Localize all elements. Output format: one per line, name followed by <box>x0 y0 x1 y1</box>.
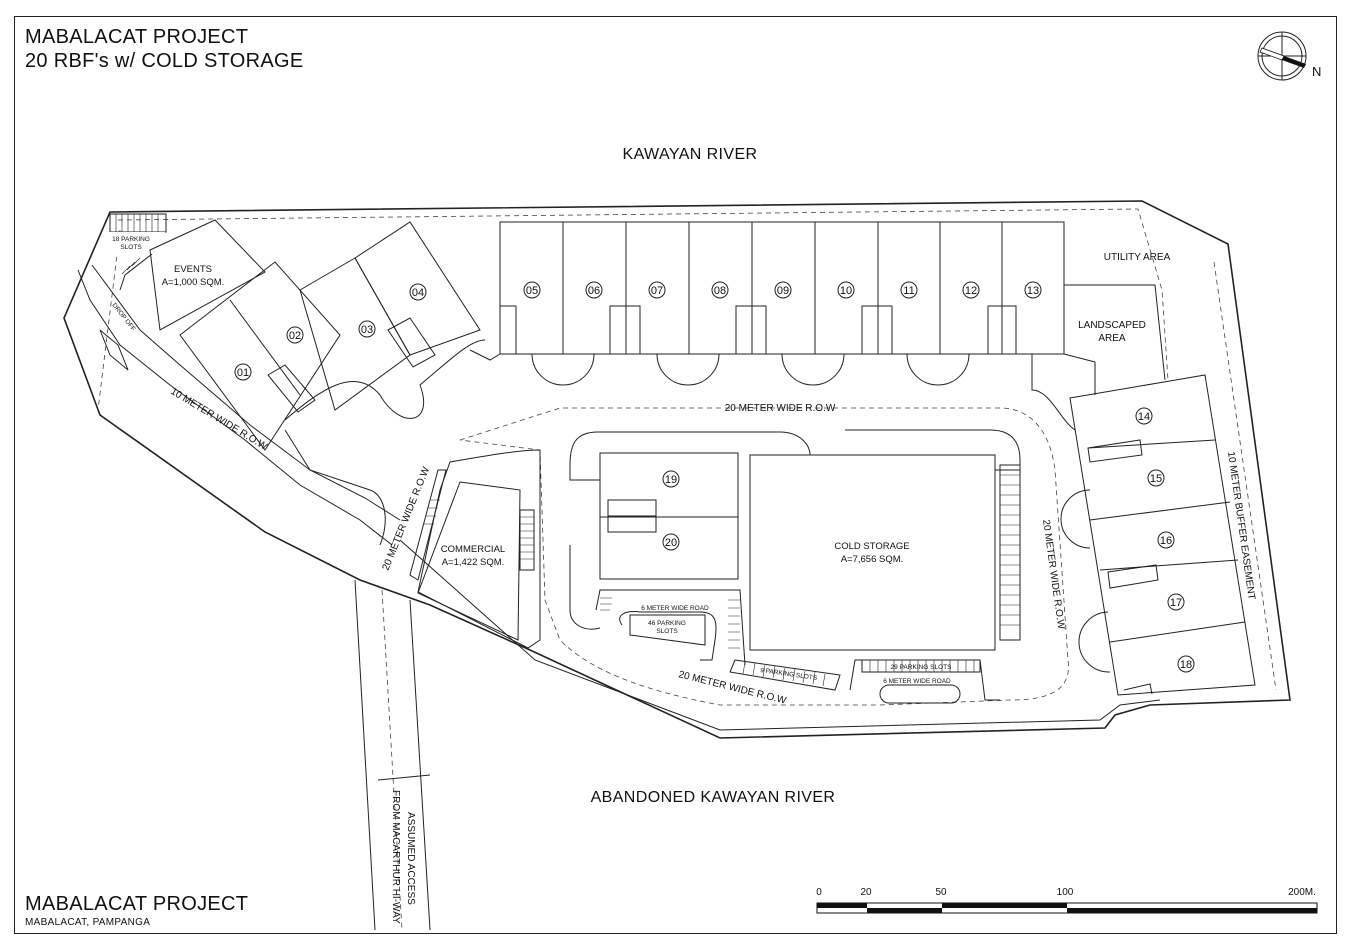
unit-15: 15 <box>1150 473 1162 485</box>
footer-location: MABALACAT, PAMPANGA <box>25 917 151 928</box>
access-line1: ASSUMED ACCESS <box>405 812 416 905</box>
events-name: EVENTS <box>174 264 212 275</box>
parking-29-label: 29 PARKING SLOTS <box>891 664 953 671</box>
north-arrow-icon: N <box>1257 31 1321 81</box>
parking-18-line1: 18 PARKING <box>112 236 150 243</box>
units-01-04 <box>179 221 486 546</box>
utility-area-label: UTILITY AREA <box>1104 252 1171 263</box>
parking-46-line1: 46 PARKING <box>648 620 686 627</box>
parking-18-line2: SLOTS <box>120 244 142 251</box>
title-line-2: 20 RBF's w/ COLD STORAGE <box>25 50 304 72</box>
cold-storage-building: COLD STORAGE A=7,656 SQM. <box>749 429 1021 651</box>
commercial-building: COMMERCIAL A=1,422 SQM. <box>409 469 535 641</box>
units-19-20 <box>569 431 811 630</box>
row-10m-label: 10 METER WIDE R.O.W <box>168 386 269 453</box>
title-line-1: MABALACAT PROJECT <box>25 26 249 48</box>
scale-label-200: 200M. <box>1288 887 1316 898</box>
unit-20: 20 <box>665 537 677 549</box>
row-20m-top-label: 20 METER WIDE R.O.W <box>725 403 836 414</box>
internal-road-a: 6 METER WIDE ROAD 46 PARKING SLOTS <box>595 589 746 666</box>
unit-12: 12 <box>965 285 977 297</box>
unit-18: 18 <box>1180 659 1192 671</box>
unit-11: 11 <box>903 285 914 297</box>
footer-title: MABALACAT PROJECT <box>25 893 249 915</box>
road-6m-b: 6 METER WIDE ROAD <box>883 678 951 685</box>
parking-29: 29 PARKING SLOTS 6 METER WIDE ROAD <box>849 659 1000 704</box>
access-line2: FROM MACARTHUR HI-WAY <box>390 790 401 924</box>
unit-13: 13 <box>1027 285 1039 297</box>
scale-label-20: 20 <box>860 887 872 898</box>
river-south-label: ABANDONED KAWAYAN RIVER <box>591 789 836 806</box>
unit-labels-05-13: 05 06 07 08 09 10 11 12 13 <box>523 281 1042 299</box>
unit-04: 04 <box>412 287 424 299</box>
landscaped-line1: LANDSCAPED <box>1078 320 1146 331</box>
property-boundary <box>63 200 1291 739</box>
drop-off-label: DROP OFF <box>110 302 136 333</box>
parking-18: 18 PARKING SLOTS <box>105 213 167 291</box>
road-6m-a: 6 METER WIDE ROAD <box>641 605 709 612</box>
commercial-name: COMMERCIAL <box>441 544 505 555</box>
landscaped-line2: AREA <box>1098 333 1126 344</box>
unit-01: 01 <box>237 367 249 379</box>
scale-label-50: 50 <box>935 887 947 898</box>
unit-02: 02 <box>289 330 301 342</box>
units-05-13 <box>469 221 1076 431</box>
scale-label-0: 0 <box>816 887 822 898</box>
unit-10: 10 <box>840 285 852 297</box>
cold-storage-area: A=7,656 SQM. <box>841 554 904 565</box>
unit-07: 07 <box>651 285 663 297</box>
unit-06: 06 <box>588 285 600 297</box>
unit-19: 19 <box>665 474 677 486</box>
commercial-area: A=1,422 SQM. <box>442 557 505 568</box>
scale-label-100: 100 <box>1057 887 1074 898</box>
river-north-label: KAWAYAN RIVER <box>623 146 758 163</box>
units-14-18 <box>1060 374 1256 696</box>
unit-03: 03 <box>361 324 373 336</box>
setback-line <box>117 208 1169 381</box>
scale-bar: 0 20 50 100 200M. <box>816 887 1318 914</box>
unit-14: 14 <box>1138 411 1150 423</box>
north-label: N <box>1312 64 1321 79</box>
unit-09: 09 <box>777 285 789 297</box>
events-building: EVENTS A=1,000 SQM. <box>149 219 266 331</box>
unit-08: 08 <box>714 285 726 297</box>
unit-05: 05 <box>526 285 538 297</box>
cold-storage-name: COLD STORAGE <box>834 541 909 552</box>
parking-46-line2: SLOTS <box>656 628 678 635</box>
events-area: A=1,000 SQM. <box>162 277 225 288</box>
assumed-access-corridor: ASSUMED ACCESS FROM MACARTHUR HI-WAY <box>354 579 431 931</box>
unit-16: 16 <box>1160 535 1172 547</box>
unit-17: 17 <box>1170 597 1182 609</box>
parking-9-label: 9 PARKING SLOTS <box>760 667 818 682</box>
drawing-frame <box>14 16 1337 934</box>
